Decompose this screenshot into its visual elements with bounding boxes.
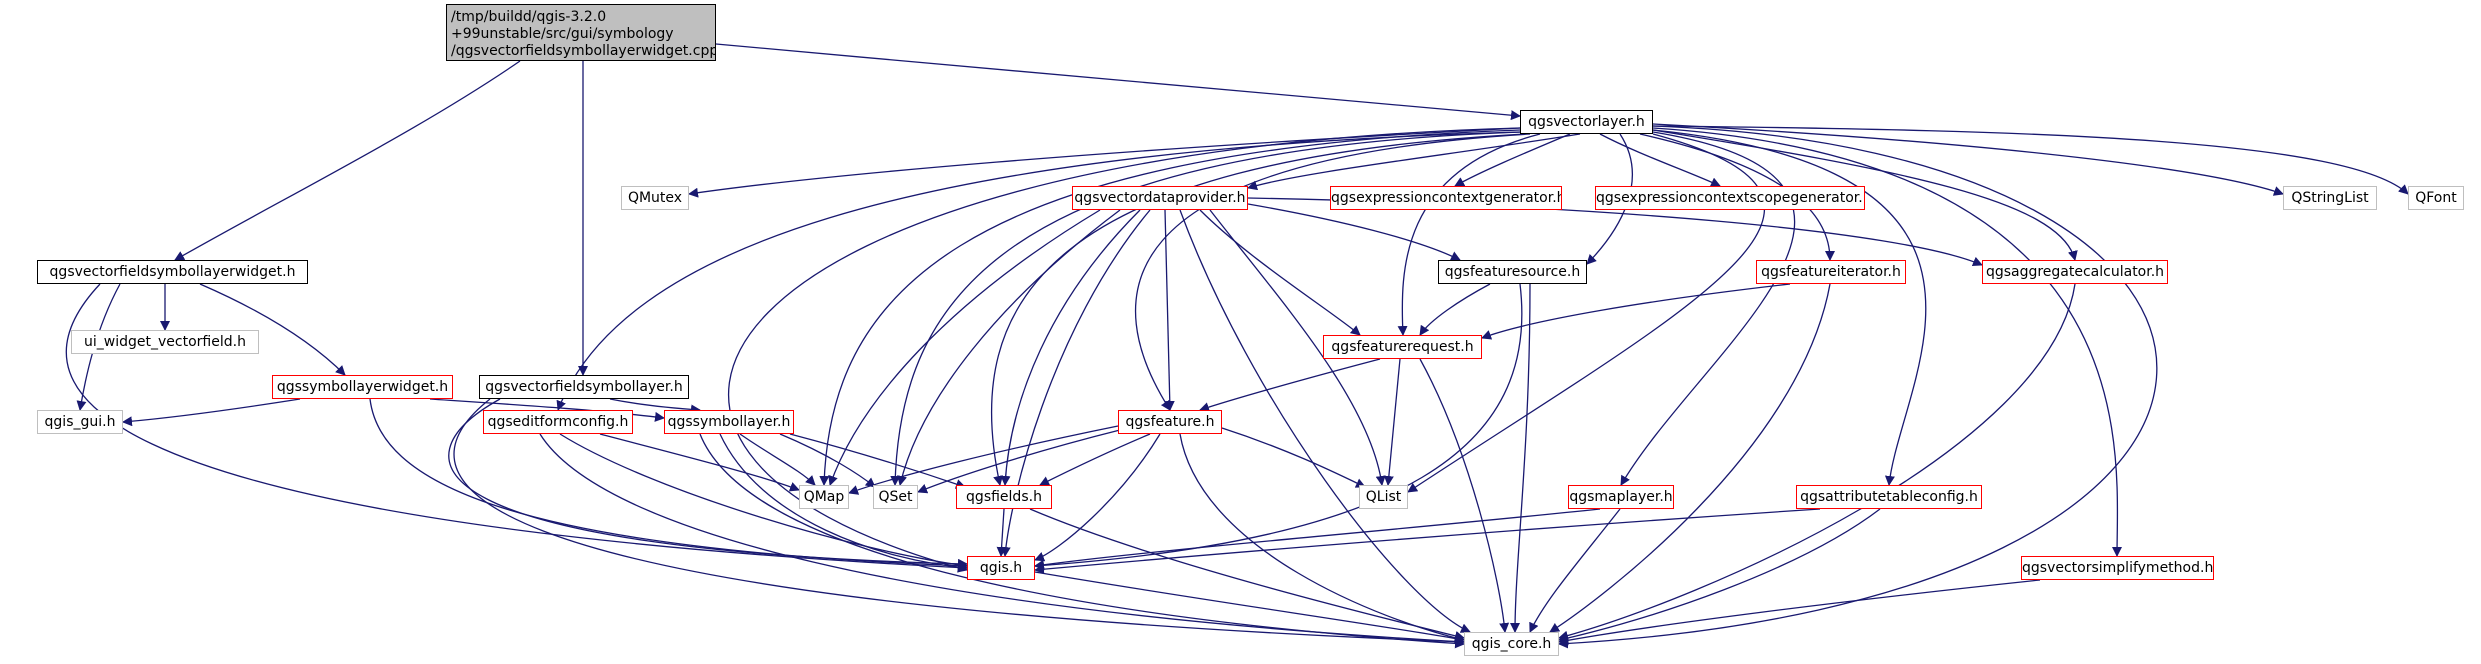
node-qgsfeatureiterator[interactable]: qgsfeatureiterator.h bbox=[1756, 260, 1906, 284]
edge-vl-to-provider bbox=[1247, 133, 1581, 191]
edge-vl-to-featurerequest bbox=[1397, 133, 1541, 336]
edge-qgsfields-to-qgis bbox=[996, 508, 1007, 557]
edge-provider-to-qlist bbox=[1209, 209, 1386, 486]
edge-symlayer-to-qset bbox=[779, 433, 876, 488]
edge-maplayer-to-qgis bbox=[1034, 508, 1601, 570]
node-qgsfeature[interactable]: qgsfeature.h bbox=[1118, 410, 1222, 434]
node-qlist[interactable]: QList bbox=[1359, 485, 1408, 509]
edge-editform-to-qmap bbox=[599, 433, 800, 492]
edge-provider-to-qset bbox=[897, 209, 1121, 486]
node-qgsvectorfieldsymbollayerwidget[interactable]: qgsvectorfieldsymbollayerwidget.h bbox=[37, 260, 308, 284]
edge-provider-to-qgis bbox=[1000, 209, 1151, 557]
root-line-1: /tmp/buildd/qgis-3.2.0 bbox=[451, 9, 607, 25]
node-qgsfields[interactable]: qgsfields.h bbox=[956, 485, 1052, 509]
edge-featurerequest-to-qlist bbox=[1383, 358, 1401, 486]
edge-vl-to-qgiscore bbox=[1558, 125, 2158, 649]
edge-attrtable-to-qgiscore bbox=[1558, 508, 1881, 643]
edge-vfsl-to-symlayer bbox=[609, 398, 701, 415]
node-root-source-file[interactable]: /tmp/buildd/qgis-3.2.0 +99unstable/src/g… bbox=[446, 4, 716, 61]
edge-vl-to-qgsfeature bbox=[1134, 133, 1531, 411]
node-qgsaggregatecalculator[interactable]: qgsaggregatecalculator.h bbox=[1982, 260, 2168, 284]
node-qgsfeaturerequest[interactable]: qgsfeaturerequest.h bbox=[1323, 335, 1482, 359]
edge-vl-to-attrtable bbox=[1652, 129, 1927, 486]
edge-vl-to-qstringlist bbox=[1652, 123, 2284, 196]
node-qgssymbollayerwidget[interactable]: qgssymbollayerwidget.h bbox=[272, 375, 453, 399]
node-ui-widget-vectorfield[interactable]: ui_widget_vectorfield.h bbox=[71, 330, 259, 354]
edge-vfslwidget-to-symwidget bbox=[199, 283, 346, 376]
edge-provider-to-featuresource bbox=[1247, 203, 1461, 261]
edge-vfsl-to-qgiscore bbox=[453, 398, 1465, 647]
edge-vfslwidget-to-qgis bbox=[65, 283, 968, 573]
node-qmap[interactable]: QMap bbox=[799, 485, 849, 509]
edge-editform-to-qgiscore bbox=[539, 433, 1465, 647]
edge-featureiterator-to-qgiscore bbox=[1549, 283, 1831, 633]
node-qgsfeaturesource[interactable]: qgsfeaturesource.h bbox=[1438, 260, 1587, 284]
edge-vl-to-simplify bbox=[1652, 127, 2123, 557]
edge-root-to-vectorlayer bbox=[715, 43, 1521, 121]
node-qgsexpressioncontextgenerator[interactable]: qgsexpressioncontextgenerator.h bbox=[1330, 186, 1562, 210]
edge-vl-to-qfont bbox=[1652, 125, 2409, 195]
edge-provider-to-qmap bbox=[828, 209, 1101, 486]
node-qgis-core[interactable]: qgis_core.h bbox=[1464, 632, 1559, 656]
node-qgsvectorfieldsymbollayer[interactable]: qgsvectorfieldsymbollayer.h bbox=[479, 375, 689, 399]
node-qstringlist[interactable]: QStringList bbox=[2283, 186, 2377, 210]
edge-vl-to-exprscopegen bbox=[1599, 133, 1721, 187]
node-qgsvectorsimplifymethod[interactable]: qgsvectorsimplifymethod.h bbox=[2021, 556, 2214, 580]
node-qgsvectorlayer[interactable]: qgsvectorlayer.h bbox=[1520, 110, 1653, 134]
node-qgsexpressioncontextscopegenerator[interactable]: qgsexpressioncontextscopegenerator.h bbox=[1595, 186, 1865, 210]
root-line-2: +99unstable/src/gui/symbology bbox=[451, 26, 674, 42]
edge-symlayer-to-qgsfields bbox=[789, 433, 966, 489]
edge-qgsfields-to-qgiscore bbox=[1029, 508, 1465, 641]
node-qgsmaplayer[interactable]: qgsmaplayer.h bbox=[1568, 485, 1674, 509]
node-qgseditformconfig[interactable]: qgseditformconfig.h bbox=[483, 410, 633, 434]
node-qgis-gui[interactable]: qgis_gui.h bbox=[37, 410, 123, 434]
root-line-3: /qgsvectorfieldsymbollayerwidget.cpp bbox=[451, 43, 716, 59]
node-qgssymbollayer[interactable]: qgssymbollayer.h bbox=[664, 410, 794, 434]
edge-featuresource-to-qgis bbox=[1034, 283, 1523, 571]
node-qgsvectordataprovider[interactable]: qgsvectordataprovider.h bbox=[1072, 186, 1248, 210]
edge-provider-to-qgsfields bbox=[1000, 209, 1141, 486]
edge-attrtable-to-qgis bbox=[1034, 508, 1821, 575]
node-qfont[interactable]: QFont bbox=[2408, 186, 2464, 210]
edge-simplify-to-qgiscore bbox=[1558, 579, 2041, 646]
edge-featureiterator-to-featurerequest bbox=[1481, 283, 1791, 340]
edge-featuresource-to-featurerequest bbox=[1419, 283, 1491, 336]
edge-featurerequest-to-qgsfeature bbox=[1199, 358, 1381, 412]
edges bbox=[65, 43, 2409, 649]
edge-root-to-vfslwidget bbox=[174, 60, 521, 261]
edge-symlayer-to-qgiscore bbox=[699, 433, 1465, 649]
edge-qgsfeature-to-qset bbox=[917, 429, 1121, 494]
edge-qgis-to-qgiscore bbox=[1034, 571, 1465, 644]
node-qmutex[interactable]: QMutex bbox=[621, 186, 689, 210]
edge-editform-to-qgis bbox=[559, 433, 968, 570]
edge-vl-to-qset bbox=[890, 131, 1523, 486]
edge-provider-to-qgiscore bbox=[1179, 209, 1471, 633]
edge-symlayer-to-qgis bbox=[719, 433, 968, 573]
edge-vl-to-qmap bbox=[819, 129, 1521, 486]
edge-maplayer-to-qgiscore bbox=[1529, 508, 1621, 633]
edge-qgsfeature-to-qgiscore bbox=[1179, 433, 1465, 643]
edge-featurerequest-to-qgiscore bbox=[1419, 358, 1510, 633]
node-qgsattributetableconfig[interactable]: qgsattributetableconfig.h bbox=[1796, 485, 1982, 509]
node-qset[interactable]: QSet bbox=[873, 485, 918, 509]
edge-qgsfeature-to-qlist bbox=[1221, 427, 1366, 488]
node-qgis[interactable]: qgis.h bbox=[967, 556, 1035, 580]
edge-qgsfeature-to-qgsfields bbox=[1039, 433, 1151, 486]
edge-qgsfeature-to-qgis bbox=[1034, 433, 1161, 562]
edge-vl-to-aggregate bbox=[1652, 129, 2078, 261]
edge-provider-to-qgsfeature bbox=[1164, 209, 1175, 411]
edge-symlayer-to-qmap bbox=[739, 433, 816, 486]
edge-qgsfeature-to-qmap bbox=[848, 425, 1119, 495]
edge-featuresource-to-qgiscore bbox=[1510, 283, 1531, 633]
edge-vl-to-exprgen bbox=[1454, 133, 1571, 187]
edge-provider-to-featurerequest bbox=[1199, 209, 1361, 336]
edge-symwidget-to-qgisgui bbox=[122, 398, 301, 427]
